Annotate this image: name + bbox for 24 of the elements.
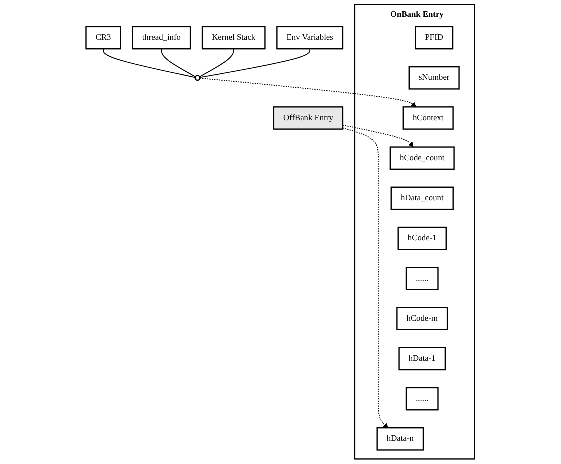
node-box: hData-n bbox=[376, 427, 424, 451]
arrow bbox=[342, 128, 389, 428]
arrow bbox=[342, 124, 414, 148]
node-box: hCode-1 bbox=[398, 226, 447, 250]
node-box: ...... bbox=[406, 387, 439, 411]
arrow bbox=[200, 78, 416, 108]
node-box: CR3 bbox=[86, 26, 122, 50]
node-box: hCode_count bbox=[390, 146, 455, 170]
node-box: Env Variables bbox=[276, 26, 344, 50]
node-box: ...... bbox=[406, 267, 439, 290]
node-box: hData_count bbox=[390, 186, 454, 210]
connector bbox=[103, 48, 196, 78]
node-box: Kernel Stack bbox=[202, 26, 266, 50]
node-box: thread_info bbox=[132, 26, 192, 50]
connector bbox=[199, 48, 234, 78]
node-circle bbox=[194, 75, 201, 82]
connector bbox=[161, 48, 196, 78]
node-box: sNumber bbox=[408, 66, 460, 90]
node-box: hData-1 bbox=[398, 347, 446, 371]
node-box: hCode-m bbox=[396, 307, 448, 330]
node-box: PFID bbox=[415, 26, 454, 50]
node-box: hContext bbox=[402, 106, 454, 130]
connector bbox=[200, 48, 311, 78]
node-box: OffBank Entry bbox=[273, 106, 344, 130]
